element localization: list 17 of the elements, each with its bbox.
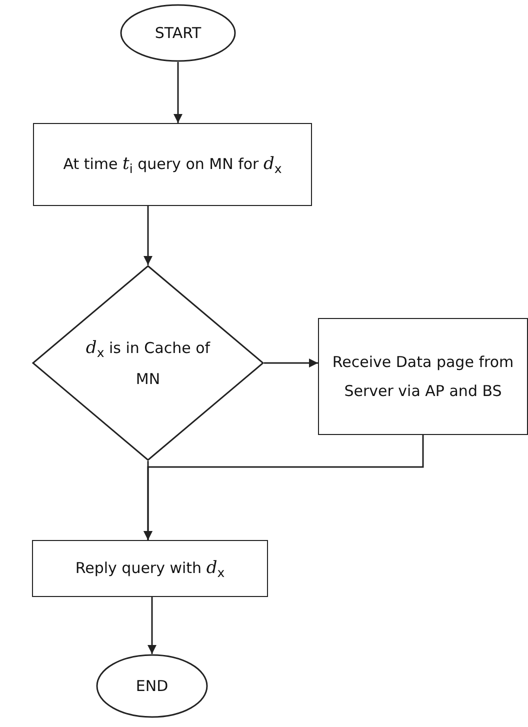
- node-label: At time t$_{i}$ query on MN for d$_{x}$: [63, 153, 282, 178]
- arrow: [174, 62, 182, 123]
- decision-diamond: [32, 265, 264, 461]
- process-box: [33, 123, 312, 206]
- process-box: [318, 318, 528, 435]
- process-box: [32, 540, 268, 597]
- node-label: Receive Data page from Server via AP and BS: [331, 352, 515, 402]
- node-label: d$_{x}$ is in Cache of MN: [84, 337, 212, 390]
- node-label: Reply query with d$_{x}$: [75, 557, 225, 582]
- arrow: [144, 206, 152, 265]
- arrow: [144, 461, 152, 540]
- node-label: END: [136, 676, 168, 697]
- node-label: START: [154, 22, 202, 44]
- terminal-ellipse: [120, 4, 236, 62]
- arrow: [148, 597, 156, 654]
- terminal-ellipse: [96, 654, 208, 718]
- arrow: [264, 358, 318, 368]
